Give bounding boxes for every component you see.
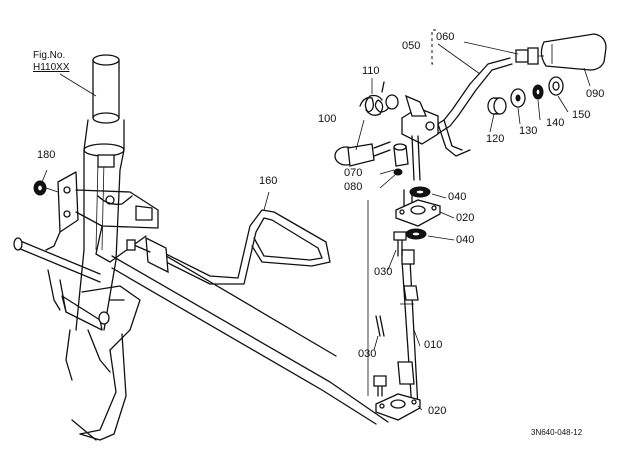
callout-160: 160: [259, 175, 278, 187]
pedal-assembly: [13, 237, 141, 441]
callout-030-lower: 030: [358, 348, 377, 360]
rod-160: [126, 209, 331, 285]
flange-020-lower: [375, 393, 421, 421]
collar-070: [393, 143, 409, 167]
bolt-030-upper: [393, 231, 407, 257]
clip-080: [393, 168, 403, 176]
callout-060: 060: [436, 31, 455, 43]
callout-130: 130: [519, 125, 538, 137]
washer-040-lower: [405, 228, 427, 240]
lever-050: [401, 57, 513, 181]
callout-040-lower: 040: [456, 234, 475, 246]
frame-lines: [111, 200, 389, 425]
callout-110: 110: [362, 65, 380, 77]
callout-100: 100: [318, 113, 337, 125]
nut-150: [548, 76, 564, 96]
callout-140: 140: [546, 117, 565, 129]
nut-180: [33, 180, 59, 196]
callout-020-lower: 020: [428, 405, 447, 417]
callout-040-upper: 040: [448, 191, 467, 203]
spacer-120: [487, 97, 507, 115]
washer-040-upper: [409, 186, 431, 198]
callout-090: 090: [586, 88, 605, 100]
washer-130: [510, 88, 526, 108]
callout-120: 120: [486, 133, 505, 145]
pin-100: [334, 141, 391, 167]
callout-030-upper: 030: [374, 266, 393, 278]
flange-020-upper: [395, 199, 441, 227]
figure-number-label: Fig.No.: [33, 50, 66, 61]
callout-020-upper: 020: [456, 212, 475, 224]
washer-140: [532, 84, 544, 100]
callout-150: 150: [572, 109, 591, 121]
steering-column: [75, 54, 125, 331]
rod-010: [397, 189, 419, 411]
spring-110: [359, 81, 399, 116]
leader-lines: [41, 41, 591, 411]
figure-number-code: H110XX: [33, 61, 70, 73]
callout-070: 070: [344, 167, 363, 179]
knob-090: [540, 33, 607, 71]
nut-060: [515, 47, 544, 65]
group-bracket-050: [431, 29, 436, 65]
reference-code: 3N640-048-12: [531, 428, 583, 437]
callout-180: 180: [37, 149, 56, 161]
callout-010: 010: [424, 339, 443, 351]
callout-080: 080: [344, 181, 363, 193]
bolt-030-lower: [373, 315, 387, 397]
figure-number-block: Fig.No. H110XX: [33, 50, 70, 73]
callout-050: 050: [402, 40, 421, 52]
